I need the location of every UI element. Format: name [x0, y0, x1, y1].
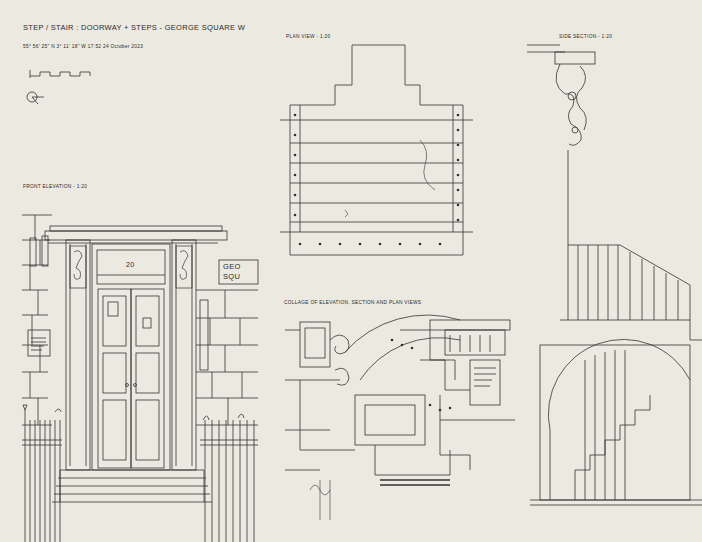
- view-title: FRONT ELEVATION - 1:20: [22, 184, 88, 189]
- view-title: SIDE SECTION - 1:20: [558, 34, 613, 39]
- sheet-title: STEP / STAIR : DOORWAY + STEPS - GEORGE …: [22, 24, 246, 32]
- door-number: 20: [125, 261, 135, 269]
- plan-view: [280, 45, 473, 255]
- front-elevation: [22, 215, 258, 542]
- view-title: PLAN VIEW - 1:20: [285, 34, 332, 39]
- street-sign-text: GEO: [222, 263, 242, 271]
- collage: [285, 315, 515, 520]
- scale-bar: [30, 70, 90, 78]
- street-sign-text: SQU: [222, 273, 241, 281]
- coordinates-note: 55° 56' 25" N 3° 11' 18" W 17:52 24 Octo…: [22, 44, 144, 49]
- view-title: COLLAGE OF ELEVATION, SECTION AND PLAN V…: [283, 300, 422, 305]
- north-arrow: [27, 92, 44, 104]
- side-section: [527, 45, 702, 505]
